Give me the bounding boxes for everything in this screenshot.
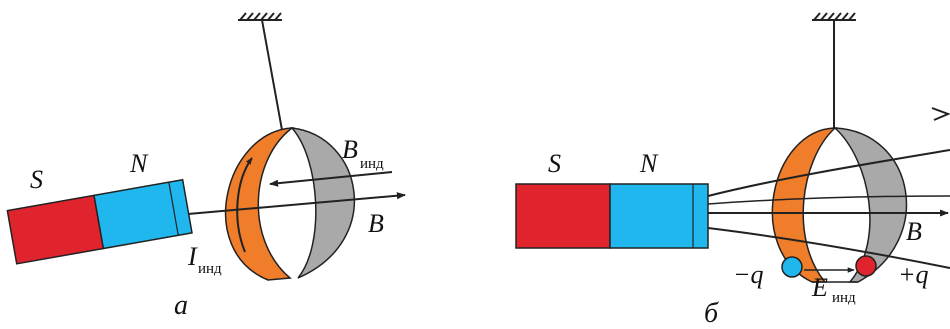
suspension-thread-a [261, 19, 283, 131]
b-field-arrow-a [187, 192, 406, 215]
panel-b: S N B −q E инд +q б [515, 12, 950, 329]
ring-back-b [832, 127, 908, 283]
current-arrow-a [236, 157, 253, 253]
field-line-lower-b [707, 227, 950, 269]
pole-s-label-a: S [30, 165, 43, 194]
field-line-corner-b [931, 107, 950, 121]
magnet-b [515, 183, 709, 249]
pole-n-label-b: N [639, 149, 659, 178]
magnet-s-pole-b [515, 183, 611, 249]
b-ind-arrow-a [269, 171, 393, 187]
pos-charge-label: +q [898, 260, 929, 289]
magnet-n-pole-a [93, 178, 193, 250]
ceiling-mount-a [238, 12, 282, 21]
e-ind-label: E [811, 273, 828, 302]
magnet-n-pole-b [609, 183, 709, 249]
pole-s-label-b: S [548, 149, 561, 178]
e-ind-sub: инд [832, 290, 856, 306]
neg-charge-label: −q [733, 260, 764, 289]
pole-n-label-a: N [129, 149, 149, 178]
magnet-s-pole-a [6, 194, 105, 265]
ring-front-b [771, 127, 838, 283]
b-label-a: B [368, 209, 384, 238]
b-label-b: B [906, 217, 922, 246]
positive-charge [855, 255, 877, 277]
panel-a: S N B инд B I инд а [6, 12, 406, 321]
caption-a: а [174, 290, 188, 321]
field-line-upper-b [707, 149, 950, 197]
caption-b: б [704, 298, 719, 329]
ring-front-a [224, 127, 295, 281]
i-ind-sub-a: инд [198, 261, 222, 277]
b-ind-label-a: B [342, 135, 358, 164]
i-ind-label-a: I [187, 242, 198, 271]
b-ind-sub-a: инд [360, 156, 384, 172]
negative-charge [781, 256, 803, 278]
ceiling-mount-b [812, 12, 856, 21]
magnet-a [6, 178, 193, 265]
field-line-upper-2-b [707, 195, 950, 205]
